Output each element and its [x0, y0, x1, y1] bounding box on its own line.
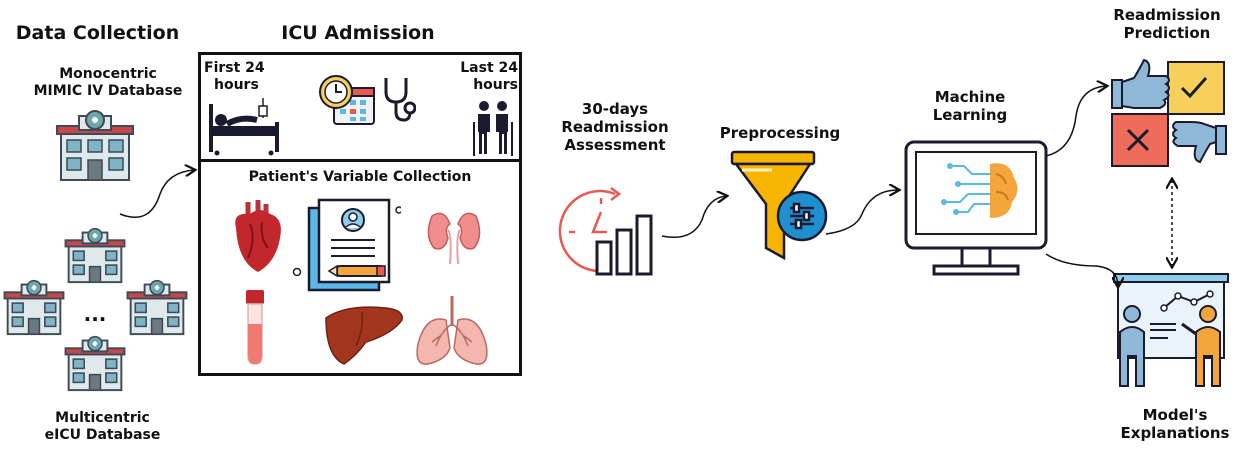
cross-icon [1126, 128, 1150, 152]
first-24-hours-label: First 24 hours [204, 60, 280, 94]
last-24-hours-label: Last 24 hours [448, 60, 518, 94]
model-explanations-line2: Explanations [1120, 424, 1230, 442]
hospital-icon [64, 227, 126, 284]
filter-settings-icon [790, 202, 814, 230]
assessment-line3: Assessment [564, 136, 666, 154]
hospital-icon [126, 279, 188, 336]
hospitals-ellipsis: ... [83, 302, 107, 326]
last-24-line2: hours [473, 76, 518, 93]
assessment-label: 30-days Readmission Assessment [540, 100, 690, 154]
hospital-icon [64, 335, 126, 392]
clock-chart-icon [558, 187, 653, 276]
data-collection-title: Data Collection [15, 22, 180, 44]
multicentric-line1: Multicentric [55, 410, 150, 426]
check-icon [1180, 77, 1208, 99]
model-explanations-line1: Model's [1142, 406, 1208, 424]
clock-calendar-icon [319, 75, 375, 125]
thumbs-up-icon [1111, 58, 1170, 109]
multicentric-label: Multicentric eICU Database [5, 410, 200, 444]
machine-learning-label: Machine Learning [905, 88, 1035, 124]
assessment-line2: Readmission [561, 118, 669, 136]
monocentric-line2: MIMIC IV Database [33, 82, 183, 99]
machine-learning-line2: Learning [932, 106, 1008, 124]
icu-admission-box [198, 52, 522, 162]
first-24-line1: First 24 [204, 60, 265, 76]
hospital-icon [56, 110, 134, 181]
arrow-assessment-to-preprocessing [661, 196, 726, 238]
blood-tube-icon [246, 290, 264, 365]
assessment-line1: 30-days [581, 100, 649, 118]
machine-learning-line1: Machine [934, 88, 1006, 106]
readmission-prediction-line1: Readmission [1113, 6, 1221, 24]
arrow-ml-to-explanations [1045, 253, 1118, 286]
medical-report-icon [307, 198, 401, 292]
last-24-line1: Last 24 [460, 60, 518, 76]
prediction-tiles [1111, 58, 1227, 167]
arrow-preprocessing-to-ml [825, 190, 898, 235]
hospital-bed-icon [209, 98, 279, 156]
multicentric-line2: eICU Database [44, 426, 161, 443]
presentation-icon [1113, 273, 1229, 387]
heart-icon [235, 200, 281, 272]
thumbs-down-icon [1172, 121, 1227, 164]
kidneys-icon [427, 212, 481, 264]
arrow-databases-to-icu [119, 170, 194, 218]
monitor-brain-icon [904, 140, 1048, 276]
readmission-prediction-line2: Prediction [1123, 24, 1211, 42]
monocentric-line1: Monocentric [59, 66, 157, 82]
funnel-icon [730, 150, 828, 261]
hospital-icon [3, 279, 65, 336]
lungs-icon [416, 296, 488, 365]
readmission-prediction-title: Readmission Prediction [1092, 6, 1242, 42]
arrow-ml-to-prediction [1045, 86, 1106, 157]
decorative-dot-icon [292, 267, 302, 277]
stethoscope-icon [384, 78, 416, 122]
icu-admission-title: ICU Admission [281, 22, 435, 44]
model-explanations-title: Model's Explanations [1105, 406, 1245, 442]
elderly-patients-icon [473, 101, 513, 156]
variable-collection-label: Patient's Variable Collection [248, 169, 472, 185]
liver-icon [325, 306, 403, 365]
monocentric-label: Monocentric MIMIC IV Database [8, 66, 208, 100]
preprocessing-label: Preprocessing [719, 124, 841, 142]
first-24-line2: hours [214, 76, 259, 93]
